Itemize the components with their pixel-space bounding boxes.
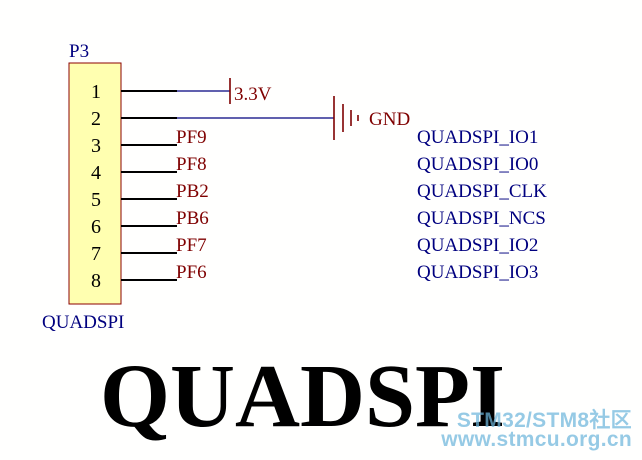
pin-number: 4 bbox=[91, 162, 101, 184]
connector-body[interactable] bbox=[68, 62, 122, 305]
ground-label: GND bbox=[369, 109, 410, 130]
page-title: QUADSPI bbox=[100, 347, 505, 446]
port-label[interactable]: QUADSPI_IO0 bbox=[417, 154, 538, 175]
ground-port[interactable]: GND bbox=[333, 96, 410, 140]
port-label[interactable]: QUADSPI_NCS bbox=[417, 208, 546, 229]
pin-number: 8 bbox=[91, 270, 101, 292]
pin-number: 1 bbox=[91, 81, 101, 103]
pin-number: 2 bbox=[91, 108, 101, 130]
net-label[interactable]: PF6 bbox=[176, 262, 207, 283]
net-label[interactable]: PB2 bbox=[176, 181, 209, 202]
watermark-url: www.stmcu.org.cn bbox=[441, 428, 632, 451]
component-designator: P3 bbox=[69, 41, 89, 62]
watermark-text: STM32/STM8社区 bbox=[456, 409, 632, 432]
pin-number: 6 bbox=[91, 216, 101, 238]
net-label[interactable]: PF9 bbox=[176, 127, 207, 148]
power-label: 3.3V bbox=[234, 84, 272, 105]
net-label[interactable]: PF8 bbox=[176, 154, 207, 175]
net-label[interactable]: PB6 bbox=[176, 208, 209, 229]
pin-number: 7 bbox=[91, 243, 101, 265]
port-label[interactable]: QUADSPI_IO1 bbox=[417, 127, 538, 148]
port-label[interactable]: QUADSPI_IO2 bbox=[417, 235, 538, 256]
power-port-3v3[interactable]: 3.3V bbox=[229, 78, 272, 105]
ground-symbol-icon bbox=[333, 96, 359, 140]
net-label[interactable]: PF7 bbox=[176, 235, 207, 256]
pin-number: 3 bbox=[91, 135, 101, 157]
port-label[interactable]: QUADSPI_IO3 bbox=[417, 262, 538, 283]
component-comment: QUADSPI bbox=[42, 312, 124, 333]
pin-number: 5 bbox=[91, 189, 101, 211]
port-label[interactable]: QUADSPI_CLK bbox=[417, 181, 547, 202]
